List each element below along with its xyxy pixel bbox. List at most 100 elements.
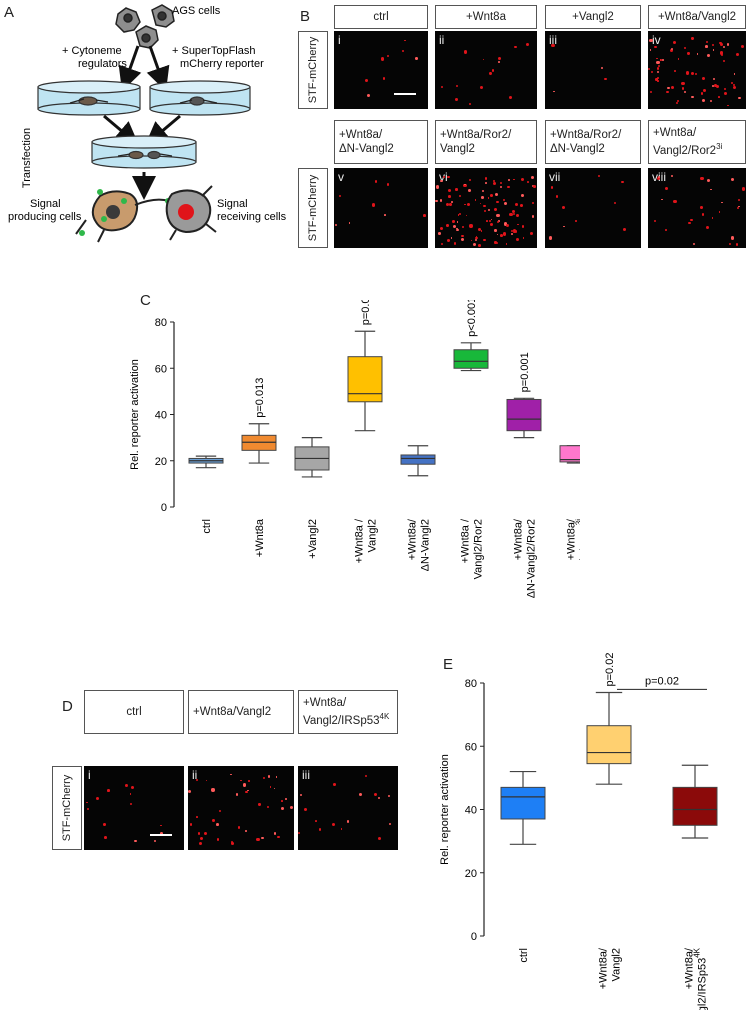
condition-label: +Wnt8a/Ror2/ Vangl2 (440, 129, 512, 155)
red-dot (673, 70, 676, 73)
red-dot (508, 179, 511, 181)
red-dot (415, 57, 419, 60)
micrograph-index: iii (549, 33, 557, 47)
red-dot (562, 205, 566, 210)
red-dot (478, 243, 481, 247)
red-dot (107, 789, 110, 792)
red-dot (529, 231, 533, 235)
red-dot (505, 223, 509, 227)
condition-superscript: 3i (716, 142, 723, 152)
red-dot (702, 89, 706, 93)
red-dot (402, 50, 405, 53)
red-dot (511, 209, 515, 214)
red-dot (721, 201, 723, 204)
red-dot (331, 822, 335, 826)
red-dot (468, 178, 471, 181)
red-dot (660, 59, 662, 61)
iqr-box (506, 398, 542, 432)
red-dot (656, 61, 660, 65)
red-dot (439, 199, 443, 202)
red-dot (711, 43, 715, 47)
p-value-label: p<0.001 (466, 300, 478, 337)
cyto-l1: + Cytoneme (62, 45, 122, 57)
box-6 (506, 397, 542, 439)
red-dot (684, 90, 687, 94)
red-dot (504, 202, 508, 206)
red-dot (711, 217, 714, 219)
red-dot (484, 182, 487, 184)
red-dot (446, 224, 449, 227)
box-5 (453, 342, 489, 372)
iqr-box (586, 725, 632, 765)
red-dot (497, 56, 502, 60)
red-dot (670, 86, 674, 90)
red-dot (728, 242, 732, 246)
d-row-label: STF-mCherry (52, 766, 82, 850)
red-dot (440, 227, 444, 231)
red-dot (656, 57, 658, 60)
b-cond-iv: +Wnt8a/Vangl2 (648, 5, 746, 29)
box-1 (241, 423, 277, 464)
condition-label: +Vangl2 (572, 11, 614, 23)
signal-cells-icon (75, 185, 217, 243)
red-dot (494, 229, 497, 232)
red-dot (509, 95, 513, 100)
red-dot (741, 44, 745, 48)
red-dot (304, 808, 308, 812)
transfection-label: Transfection (21, 128, 33, 188)
red-dot (465, 214, 468, 217)
red-dot (374, 180, 377, 183)
red-dot (550, 186, 554, 189)
red-dot (262, 776, 265, 779)
red-dot (719, 51, 723, 55)
red-dot (723, 46, 726, 49)
red-dot (216, 823, 220, 826)
arrow-right (146, 45, 170, 92)
b-cond-ii: +Wnt8a (435, 5, 537, 29)
red-dot (248, 780, 250, 782)
x-tick-label: +Wnt8a/Vangl2/Ror23i (566, 518, 581, 586)
red-dot (691, 72, 695, 76)
red-dot (655, 78, 658, 81)
y-tick-label: 20 (155, 456, 167, 468)
red-dot (657, 176, 661, 180)
red-dot (648, 67, 651, 70)
y-tick-label: 60 (155, 363, 167, 375)
red-dot (483, 238, 486, 242)
b-cond-vii: +Wnt8a/Ror2/ ΔN-Vangl2 (545, 120, 641, 164)
red-dot (700, 206, 703, 210)
red-dot (710, 188, 713, 191)
red-dot (348, 222, 351, 224)
red-dot (600, 66, 603, 69)
red-dot (451, 201, 454, 204)
red-dot (532, 215, 535, 218)
micrograph-vi: vi (435, 168, 537, 248)
red-dot (731, 177, 735, 181)
red-dot (491, 69, 495, 72)
red-dot (447, 238, 451, 243)
red-dot (716, 85, 720, 89)
red-dot (670, 48, 673, 51)
red-dot (733, 84, 736, 87)
red-dot (489, 194, 493, 197)
red-dot (129, 793, 132, 796)
red-dot (473, 242, 477, 246)
red-dot (474, 239, 477, 242)
red-dot (503, 222, 507, 226)
red-dot (555, 195, 558, 198)
condition-label: +Wnt8a/Vangl2 (193, 706, 272, 718)
dish-left-icon (37, 80, 141, 116)
red-dot (332, 783, 336, 787)
red-dot (266, 805, 270, 809)
ags-label: AGS cells (172, 5, 221, 17)
red-dot (275, 776, 278, 778)
condition-label: +Wnt8a/ Vangl2/IRSp534K (303, 697, 390, 727)
condition-label: +Wnt8a/Ror2/ ΔN-Vangl2 (550, 129, 622, 155)
y-tick-label: 0 (471, 931, 477, 943)
recv-l1: Signal (217, 198, 248, 210)
red-dot (718, 211, 721, 214)
b-row-label-1: STF-mCherry (298, 31, 328, 109)
